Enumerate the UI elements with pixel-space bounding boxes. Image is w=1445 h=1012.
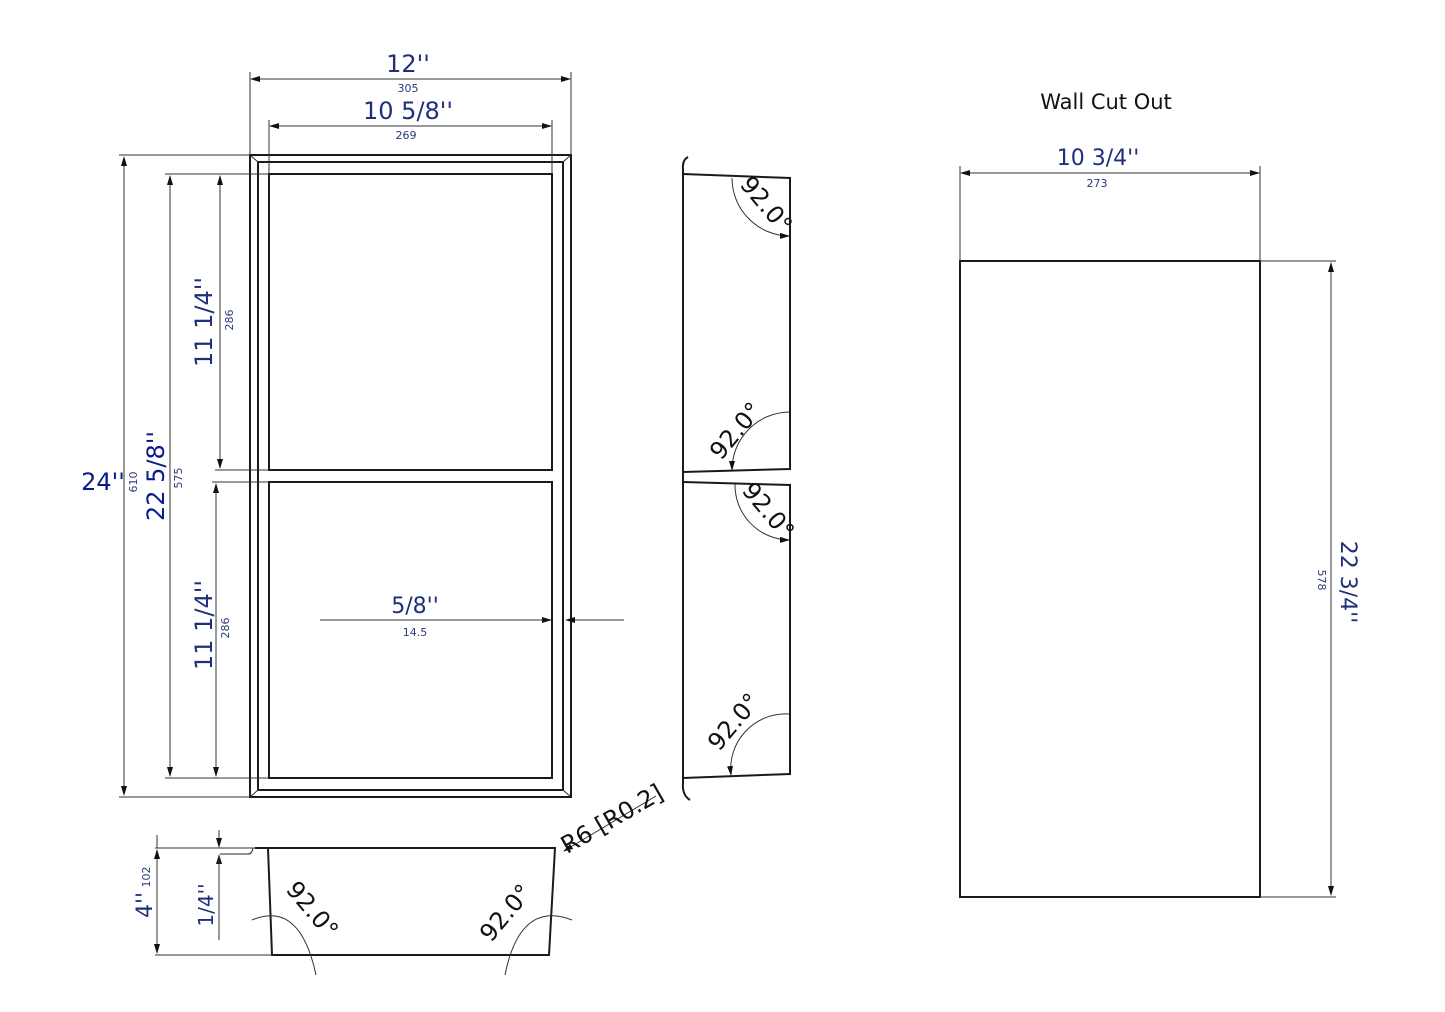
overall-width-metric: 305 [398,82,419,95]
lower-shelf-height-metric: 286 [219,618,232,639]
overall-height-metric: 610 [127,472,140,493]
depth-imperial: 4'' [133,892,158,918]
inner-width-metric: 269 [396,129,417,142]
flange-depth-imperial: 1/4'' [194,883,218,926]
wall-cut-out-view: Wall Cut Out 10 3/4'' 273 22 3/4'' 578 [959,90,1360,898]
angle-label: 92.0° [474,879,538,947]
flange-inner-edge [257,161,564,791]
angle-label: 92.0° [734,171,798,239]
flange-width-metric: 14.5 [403,626,428,639]
angle-label: 92.0° [280,876,344,944]
angle-label: 92.0° [702,688,766,756]
side-flange [681,156,691,801]
flange-width-imperial: 5/8'' [391,594,439,619]
cut-out-width-metric: 273 [1087,177,1108,190]
inner-height-imperial: 22 5/8'' [142,431,170,521]
overall-width-imperial: 12'' [386,50,430,78]
wall-cut-out-title: Wall Cut Out [1040,90,1172,114]
bottom-profile [255,847,557,956]
wall-cut-out-rect [959,260,1261,898]
front-view: 12'' 305 10 5/8'' 269 24'' 610 22 5/8'' … [81,50,624,798]
upper-compartment [268,173,553,471]
side-lower-compartment [682,481,791,779]
radius-callout: R6 [R0.2] [556,779,668,860]
inner-width-imperial: 10 5/8'' [363,97,453,125]
side-upper-compartment [682,173,791,473]
upper-shelf-height-imperial: 11 1/4'' [190,277,218,367]
angle-label: 92.0° [704,397,768,465]
lower-compartment [268,481,553,779]
side-view: 92.0° 92.0° 92.0° 92.0° R6 [R0.2] [556,156,800,860]
inner-height-metric: 575 [172,468,185,489]
overall-height-imperial: 24'' [81,468,125,496]
upper-shelf-height-metric: 286 [223,310,236,331]
outer-frame [249,154,572,798]
cut-out-height-imperial: 22 3/4'' [1335,541,1360,624]
bottom-view: 4'' 102 1/4'' 92.0° 92.0° [133,830,573,976]
lower-shelf-height-imperial: 11 1/4'' [190,580,218,670]
depth-metric: 102 [140,867,153,888]
cut-out-width-imperial: 10 3/4'' [1057,146,1140,171]
cut-out-height-metric: 578 [1315,570,1328,591]
